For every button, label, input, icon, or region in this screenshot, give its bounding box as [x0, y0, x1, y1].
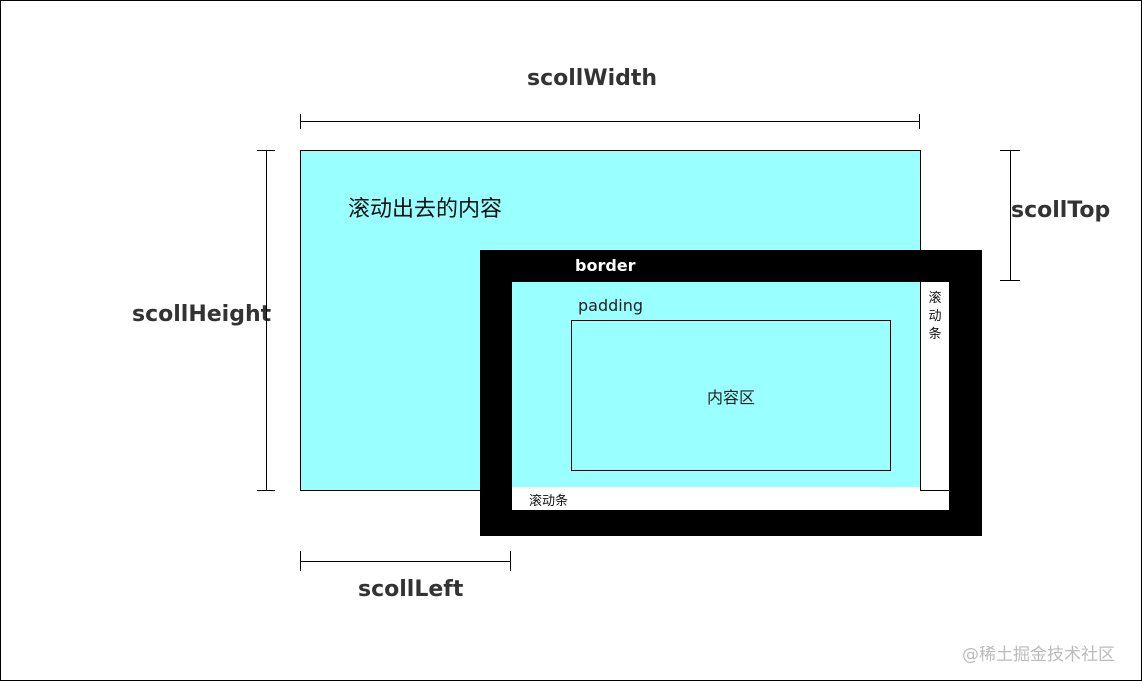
content-area-label: 内容区: [706, 388, 755, 407]
horizontal-scrollbar-label: 滚动条: [529, 494, 569, 509]
border-label: border: [575, 256, 636, 275]
scroll-height-tick-top: [257, 150, 275, 151]
scroll-top-tick-bottom: [1000, 280, 1020, 281]
vertical-scrollbar-edge: [920, 282, 921, 490]
horizontal-scrollbar: [512, 487, 949, 510]
padding-label: padding: [578, 296, 644, 315]
content-area: [571, 320, 891, 471]
vertical-scrollbar: [920, 282, 949, 510]
scroll-left-tick-left: [300, 551, 301, 571]
scroll-top-dimension-line: [1010, 150, 1011, 280]
scroll-left-dimension-line: [300, 561, 510, 562]
scrolled-out-content-label: 滚动出去的内容: [348, 197, 503, 222]
scroll-width-dimension-line: [300, 121, 920, 122]
scroll-left-label: scollLeft: [358, 577, 464, 602]
scroll-width-tick-right: [919, 114, 920, 129]
watermark: @稀土掘金技术社区: [962, 645, 1115, 665]
vertical-scrollbar-label: 滚动条: [928, 291, 942, 342]
scroll-top-tick-top: [1000, 150, 1020, 151]
scroll-top-label: scollTop: [1011, 198, 1111, 223]
scroll-height-tick-bottom: [257, 490, 275, 491]
scroll-height-dimension-line: [266, 150, 267, 490]
scroll-height-label: scollHeight: [132, 302, 272, 327]
scrollbar-corner-edge: [920, 490, 949, 491]
scroll-left-tick-right: [510, 551, 511, 571]
scroll-width-tick-left: [300, 114, 301, 129]
scroll-width-label: scollWidth: [527, 66, 658, 91]
